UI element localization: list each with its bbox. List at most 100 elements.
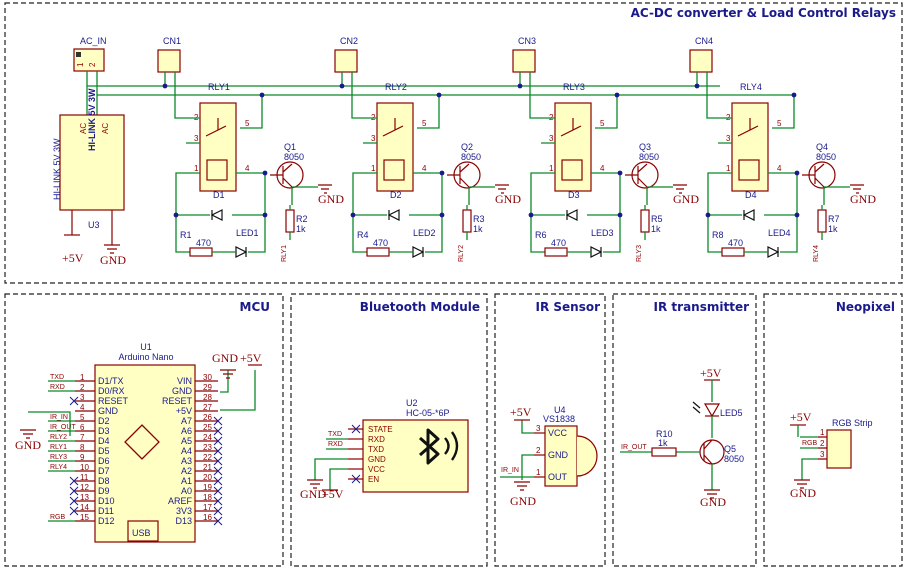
hi-link-label: HI-LINK 5V 3W xyxy=(87,88,97,151)
svg-text:+5V: +5V xyxy=(700,366,722,380)
svg-text:GND: GND xyxy=(212,351,238,365)
transistor-value: 8050 xyxy=(816,152,836,162)
bt-net-txd: TXD xyxy=(328,431,342,438)
svg-text:D4: D4 xyxy=(98,436,110,446)
transistor-value: 8050 xyxy=(461,152,481,162)
no-connect-icon xyxy=(69,506,79,516)
relay-ref: RLY3 xyxy=(563,82,585,92)
ac-in-connector: AC_IN 1 2 xyxy=(73,36,107,72)
hi-link-ref: U3 xyxy=(88,220,100,230)
svg-text:+5V: +5V xyxy=(790,410,812,424)
svg-text:VCC: VCC xyxy=(548,428,568,438)
led-icon xyxy=(412,246,425,258)
relay-pin: 1 xyxy=(726,164,731,173)
no-connect-icon xyxy=(213,466,223,476)
relay-net-label: RLY1 xyxy=(281,245,288,262)
r10-value: 1k xyxy=(658,438,668,448)
mcu-value: Arduino Nano xyxy=(118,352,173,362)
relay-ref: RLY4 xyxy=(740,82,762,92)
transistor-ref: Q4 xyxy=(816,142,828,152)
svg-text:25: 25 xyxy=(203,423,212,432)
base-resistor-value: 1k xyxy=(651,224,661,234)
svg-text:15: 15 xyxy=(80,513,89,522)
svg-text:12: 12 xyxy=(80,483,89,492)
cn-connector xyxy=(157,49,181,73)
relay-switch-icon xyxy=(382,118,404,137)
svg-text:2: 2 xyxy=(80,383,85,392)
relay-pin: 5 xyxy=(777,119,782,128)
gnd-label: GND xyxy=(495,192,521,206)
relay-switch-icon xyxy=(205,118,227,137)
relay-pin: 1 xyxy=(549,164,554,173)
transistor-gnd xyxy=(495,184,509,194)
svg-text:GND: GND xyxy=(100,253,126,267)
svg-text:D3: D3 xyxy=(98,426,110,436)
relay-pin: 3 xyxy=(549,134,554,143)
relay-pin: 4 xyxy=(600,164,605,173)
relay-net-label: RLY2 xyxy=(458,245,465,262)
mcu-net-label: IR_IN xyxy=(50,414,68,421)
no-connect-icon xyxy=(213,516,223,526)
svg-text:21: 21 xyxy=(203,463,212,472)
svg-text:3: 3 xyxy=(820,450,825,459)
svg-text:EN: EN xyxy=(368,475,379,484)
svg-text:AC: AC xyxy=(101,123,110,134)
diode-ref: D1 xyxy=(213,190,225,200)
relay-pin: 5 xyxy=(422,119,427,128)
relay-ref: RLY2 xyxy=(385,82,407,92)
svg-text:GND: GND xyxy=(300,487,326,501)
net-ir-out: IR_OUT xyxy=(621,444,647,451)
led-ref: LED4 xyxy=(768,228,791,238)
cn-ref: CN3 xyxy=(518,36,536,46)
vs1838-sensor: U4 VS1838 xyxy=(543,405,598,487)
no-connect-icon xyxy=(69,396,79,406)
no-connect-icon xyxy=(213,446,223,456)
svg-text:STATE: STATE xyxy=(368,425,393,434)
svg-text:GND: GND xyxy=(15,438,41,452)
bt-value: HC-05-*6P xyxy=(406,408,450,418)
svg-text:1: 1 xyxy=(80,373,85,382)
svg-text:A7: A7 xyxy=(181,416,192,426)
base-resistor-icon xyxy=(817,209,827,233)
transistor-value: 8050 xyxy=(639,152,659,162)
svg-text:2: 2 xyxy=(536,446,541,455)
no-connect-icon xyxy=(213,456,223,466)
svg-text:+5V: +5V xyxy=(62,251,84,265)
svg-text:D7: D7 xyxy=(98,466,110,476)
relay-coil-icon xyxy=(383,159,405,181)
base-resistor-value: 1k xyxy=(473,224,483,234)
svg-text:24: 24 xyxy=(203,433,212,442)
mcu-net-label: RGB xyxy=(50,514,66,521)
hi-link-value: HI-LINK 5V 3W xyxy=(52,138,62,200)
cn-connector xyxy=(512,49,536,73)
svg-text:16: 16 xyxy=(203,513,212,522)
relay-net-label: RLY3 xyxy=(636,245,643,262)
no-connect-icon xyxy=(213,486,223,496)
led-resistor-value: 470 xyxy=(728,238,743,248)
irs-power: +5V GND IR_IN xyxy=(500,405,536,508)
usb-label: USB xyxy=(132,528,151,538)
svg-text:13: 13 xyxy=(80,493,89,502)
no-connect-icon xyxy=(213,426,223,436)
base-resistor-value: 1k xyxy=(296,224,306,234)
r10-icon xyxy=(651,447,677,457)
led-resistor-icon xyxy=(189,247,213,257)
led-resistor-ref: R6 xyxy=(535,230,547,240)
led-resistor-ref: R8 xyxy=(712,230,724,240)
svg-text:VIN: VIN xyxy=(177,376,192,386)
cn-connector xyxy=(334,49,358,73)
svg-text:23: 23 xyxy=(203,443,212,452)
usb-port xyxy=(127,520,159,542)
led-resistor-value: 470 xyxy=(196,238,211,248)
